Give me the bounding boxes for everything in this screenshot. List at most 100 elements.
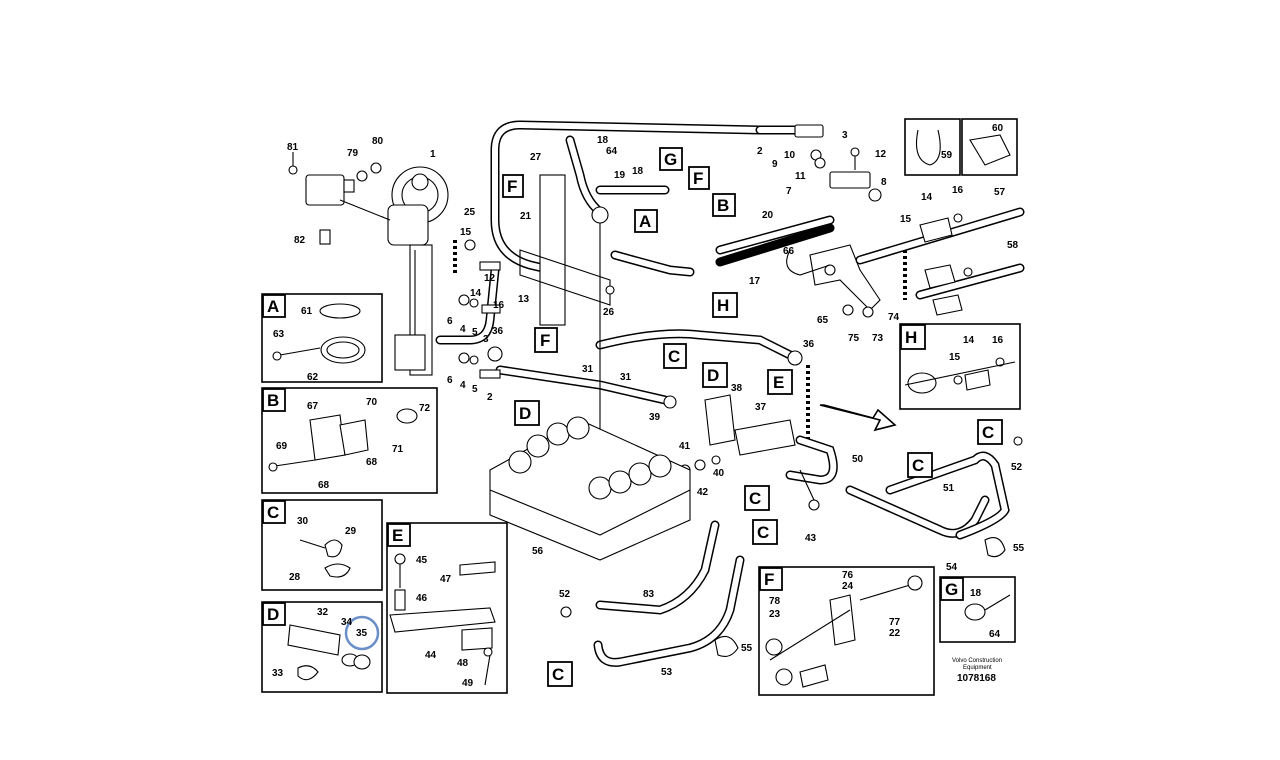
drawing-number: 1078168 (957, 673, 996, 684)
callout-56: 56 (532, 546, 544, 557)
svg-text:49: 49 (462, 678, 474, 689)
callout-6: 6 (447, 375, 453, 386)
callout-39: 39 (649, 412, 661, 423)
svg-text:72: 72 (419, 403, 431, 414)
svg-text:15: 15 (949, 352, 961, 363)
svg-text:H: H (717, 296, 729, 315)
svg-text:E: E (392, 526, 403, 545)
svg-text:44: 44 (425, 650, 437, 661)
svg-text:C: C (982, 423, 994, 442)
svg-text:76: 76 (842, 570, 854, 581)
detail-panel-g: G 18 64 (939, 576, 1016, 643)
svg-text:A: A (267, 297, 279, 316)
callout-42: 42 (697, 487, 709, 498)
svg-text:A: A (639, 212, 651, 231)
upper-pipe-routing (435, 120, 1025, 495)
callout-14: 14 (470, 288, 482, 299)
company-name-line2: Equipment (963, 665, 992, 671)
svg-text:G: G (664, 150, 677, 169)
callout-4: 4 (460, 380, 466, 391)
svg-text:64: 64 (989, 629, 1001, 640)
svg-text:H: H (905, 328, 917, 347)
tag-c: C (547, 661, 573, 687)
svg-text:14: 14 (963, 335, 975, 346)
callout-80: 80 (372, 136, 384, 147)
callout-12: 12 (875, 149, 887, 160)
tag-a: A (634, 209, 658, 233)
svg-text:D: D (267, 605, 279, 624)
callout-7: 7 (786, 186, 792, 197)
callout-14: 14 (921, 192, 933, 203)
svg-text:F: F (764, 570, 774, 589)
callout-6: 6 (447, 316, 453, 327)
svg-text:70: 70 (366, 397, 378, 408)
svg-text:16: 16 (992, 335, 1004, 346)
callout-16: 16 (493, 300, 505, 311)
svg-text:62: 62 (307, 372, 319, 383)
svg-text:46: 46 (416, 593, 428, 604)
callout-58: 58 (1007, 240, 1019, 251)
svg-text:E: E (773, 373, 784, 392)
svg-text:32: 32 (317, 607, 329, 618)
callout-3: 3 (483, 334, 489, 345)
detail-panel-a: A 61 63 62 (261, 293, 383, 383)
drawing-footer: Volvo Construction Equipment 1078168 (952, 658, 1002, 684)
callout-54: 54 (946, 562, 958, 573)
callout-27: 27 (530, 152, 542, 163)
callout-4: 4 (460, 324, 466, 335)
tag-c: C (744, 485, 770, 511)
callout-18: 18 (632, 166, 644, 177)
svg-text:69: 69 (276, 441, 288, 452)
callout-83: 83 (643, 589, 655, 600)
svg-text:33: 33 (272, 668, 284, 679)
lower-hoses (560, 404, 1023, 667)
main-letter-tags: F G F B A H F C (502, 147, 1003, 687)
svg-text:24: 24 (842, 581, 854, 592)
detail-box-60: 60 (961, 118, 1018, 176)
svg-text:68: 68 (318, 480, 330, 491)
pump-assembly (489, 416, 691, 561)
detail-panel-b: B 67 70 72 69 68 71 68 (261, 387, 438, 494)
svg-text:60: 60 (992, 123, 1004, 134)
callout-31: 31 (582, 364, 594, 375)
callout-73: 73 (872, 333, 884, 344)
svg-text:28: 28 (289, 572, 301, 583)
detail-box-59: 59 (904, 118, 961, 176)
svg-text:48: 48 (457, 658, 469, 669)
svg-text:67: 67 (307, 401, 319, 412)
svg-text:18: 18 (970, 588, 982, 599)
tag-h: H (712, 292, 738, 318)
svg-text:B: B (717, 196, 729, 215)
callout-51: 51 (943, 483, 955, 494)
svg-text:47: 47 (440, 574, 452, 585)
callout-36: 36 (492, 326, 504, 337)
tag-c: C (977, 419, 1003, 445)
callout-50: 50 (852, 454, 864, 465)
tag-g: G (659, 147, 683, 171)
tag-d: D (514, 400, 540, 426)
callout-38: 38 (731, 383, 743, 394)
callout-52: 52 (559, 589, 571, 600)
callout-31: 31 (620, 372, 632, 383)
svg-text:78: 78 (769, 596, 781, 607)
callout-15: 15 (900, 214, 912, 225)
callout-55: 55 (1013, 543, 1025, 554)
svg-text:61: 61 (301, 306, 313, 317)
svg-text:G: G (945, 580, 958, 599)
callout-36: 36 (803, 339, 815, 350)
svg-text:C: C (552, 665, 564, 684)
callout-26: 26 (603, 307, 615, 318)
tag-c: C (663, 343, 687, 369)
svg-text:29: 29 (345, 526, 357, 537)
tag-c: C (907, 452, 933, 478)
callout-37: 37 (755, 402, 767, 413)
turbocharger-assembly (288, 152, 449, 376)
svg-text:C: C (912, 456, 924, 475)
detail-panel-h: H 14 16 15 (899, 323, 1021, 410)
svg-text:68: 68 (366, 457, 378, 468)
svg-text:71: 71 (392, 444, 404, 455)
svg-text:C: C (267, 503, 279, 522)
callout-41: 41 (679, 441, 691, 452)
svg-text:F: F (507, 177, 517, 196)
